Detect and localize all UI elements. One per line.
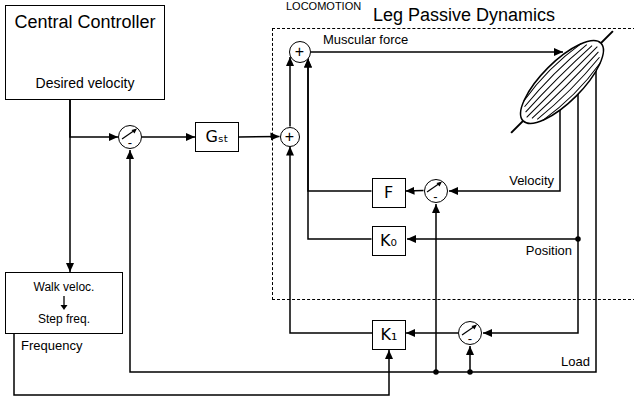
signal-connector: [406, 332, 458, 334]
sign-text: -: [119, 137, 141, 148]
header-text: LOCOMOTION: [285, 0, 362, 12]
gain-box: F: [372, 178, 406, 208]
node-text: Walk veloc.: [34, 280, 95, 294]
node-text: Central Controller: [14, 12, 155, 33]
conversion-box: Walk veloc. Step freq.: [5, 272, 123, 334]
signal-connector: [69, 100, 71, 272]
signal-connector: [308, 59, 372, 192]
region-heading: Leg Passive Dynamics: [373, 5, 555, 26]
signal-label: Velocity: [508, 173, 555, 188]
load-branch: [435, 204, 437, 372]
signal-connector: [14, 334, 389, 395]
signal-connector: [239, 136, 280, 138]
controller-box: Central ControllerDesired velocity: [5, 5, 165, 100]
sign-text: -: [459, 333, 481, 344]
summing-junction: +: [289, 41, 311, 63]
sign-text: +: [290, 44, 310, 60]
signal-connector: [70, 100, 118, 137]
down-arrow: [59, 295, 69, 311]
load-branch: [469, 346, 471, 372]
dynamics-region: Leg Passive Dynamics++F-K₀: [272, 28, 634, 300]
gain-box: K₁: [372, 320, 406, 350]
node-text: Step freq.: [38, 312, 90, 326]
muscle-symbol: [497, 17, 627, 147]
junction-dot: [576, 237, 580, 241]
signal-connector: [142, 136, 195, 138]
node-text: Desired velocity: [36, 75, 135, 91]
junction-dot: [434, 370, 438, 374]
signal-label: Position: [525, 243, 573, 258]
signal-label: Frequency: [20, 338, 83, 353]
comparator: -: [458, 321, 482, 345]
node-text: K₀: [380, 232, 397, 250]
sign-text: -: [425, 191, 447, 202]
signal-connector: [289, 57, 291, 127]
signal-connector: [308, 59, 372, 240]
node-text: K₁: [381, 326, 398, 344]
signal-label: Load: [560, 354, 591, 369]
node-text: Gₛₜ: [205, 128, 228, 146]
signal-connector: [290, 147, 372, 334]
comparator: -: [118, 125, 142, 149]
position-branch: [407, 238, 578, 240]
signal-connector: [406, 190, 424, 192]
gain-box: K₀: [372, 226, 406, 256]
gain-box: Gₛₜ: [195, 122, 239, 152]
force-wire: [311, 51, 563, 53]
comparator: -: [424, 179, 448, 203]
junction-dot: [468, 370, 472, 374]
node-text: F: [384, 184, 393, 202]
sign-text: +: [281, 129, 299, 145]
summing-junction: +: [280, 127, 300, 147]
signal-label: Muscular force: [322, 32, 409, 47]
